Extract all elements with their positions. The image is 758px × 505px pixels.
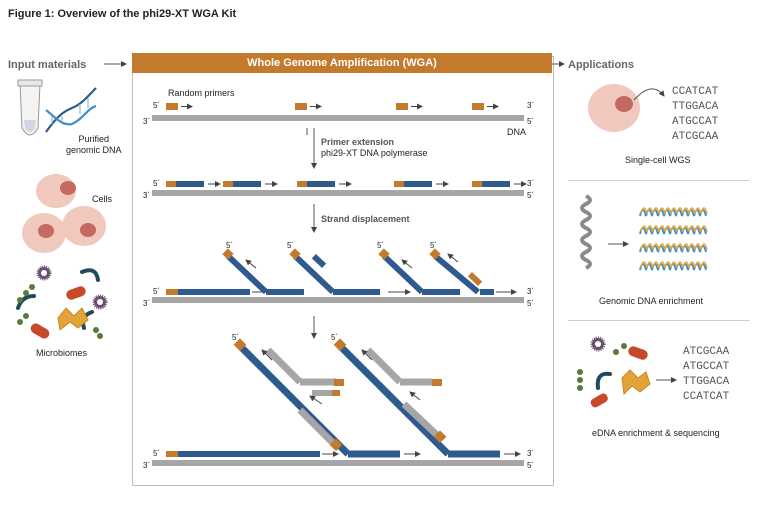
edna-sequences: ATCGCAA ATGCCAT TTGGACA CCATCAT <box>683 345 729 405</box>
strand-end-label: 3´ <box>527 287 534 296</box>
primer <box>396 103 408 110</box>
cells-icon <box>22 174 106 253</box>
edna-icon <box>577 336 677 408</box>
applications-header: Applications <box>568 59 635 71</box>
figure-title: Figure 1: Overview of the phi29-XT WGA K… <box>8 8 237 20</box>
wga-banner: Whole Genome Amplification (WGA) <box>132 53 552 73</box>
purified-dna-label: Purified genomic DNA <box>66 134 122 156</box>
strand-end-labels: 5´3´3´5´5´3´3´5´5´5´5´5´5´3´3´5´5´5´5´3´… <box>143 101 534 470</box>
dna-template-3 <box>152 297 524 303</box>
strand-end-label: 5´ <box>153 287 160 296</box>
purified-line-2: genomic DNA <box>66 145 122 155</box>
strand-end-label: 5´ <box>527 461 534 470</box>
strand-end-label: 5´ <box>527 117 534 126</box>
edna-label: eDNA enrichment & sequencing <box>592 428 720 438</box>
strand-end-label: 3´ <box>143 461 150 470</box>
sequence-line: ATGCCAT <box>683 361 730 373</box>
helix-strand <box>640 207 708 215</box>
sequence-line: CCATCAT <box>683 391 730 403</box>
extended-strand <box>404 181 432 187</box>
primer-row-1 <box>166 103 499 110</box>
strand-displacement-label: Strand displacement <box>321 214 410 224</box>
dna-helix-icon <box>45 87 97 133</box>
strand-end-label: 3´ <box>143 191 150 200</box>
helix-strand <box>640 243 708 251</box>
helix-strand <box>640 225 708 233</box>
strand-end-label: 5´ <box>331 333 338 342</box>
tube-icon <box>17 79 43 136</box>
amplification-row <box>166 338 521 458</box>
microbes-icon <box>16 265 108 339</box>
dna-template-1 <box>152 115 524 121</box>
strand-end-label: 5´ <box>232 333 239 342</box>
strand-end-label: 5´ <box>527 299 534 308</box>
single-cell-label: Single-cell WGS <box>625 155 691 165</box>
displacement-row <box>166 248 517 295</box>
strand-end-label: 5´ <box>226 241 233 250</box>
dna-enrichment-icon <box>580 194 708 271</box>
sequence-line: ATCGCAA <box>683 346 730 358</box>
single-cell-icon <box>588 84 665 132</box>
strand-end-label: 5´ <box>430 241 437 250</box>
microbiomes-label: Microbiomes <box>36 348 88 358</box>
primer <box>394 181 404 187</box>
extended-strand <box>176 181 204 187</box>
sequence-line: ATGCCAT <box>672 116 719 128</box>
purified-line-1: Purified <box>78 134 110 144</box>
primer-extension-label: Primer extension <box>321 137 395 147</box>
primer <box>166 181 176 187</box>
sequence-line: TTGGACA <box>683 376 730 388</box>
strand-end-label: 3´ <box>527 179 534 188</box>
dna-template-4 <box>152 460 524 466</box>
primer <box>166 103 178 110</box>
strand-end-label: 3´ <box>527 449 534 458</box>
extension-row <box>166 181 527 187</box>
strand-end-label: 3´ <box>527 101 534 110</box>
single-cell-sequences: CCATCAT TTGGACA ATGCCAT ATCGCAA <box>672 85 718 145</box>
strand-end-label: 3´ <box>143 117 150 126</box>
primer <box>472 103 484 110</box>
extended-strand <box>233 181 261 187</box>
wga-panel <box>132 56 554 486</box>
primer <box>295 103 307 110</box>
strand-end-label: 5´ <box>287 241 294 250</box>
extended-strand <box>307 181 335 187</box>
strand-end-label: 5´ <box>377 241 384 250</box>
strand-end-label: 5´ <box>153 101 160 110</box>
enrichment-label: Genomic DNA enrichment <box>599 296 704 306</box>
divider-2 <box>568 320 750 321</box>
strand-end-label: 5´ <box>527 191 534 200</box>
primer <box>297 181 307 187</box>
polymerase-label: phi29-XT DNA polymerase <box>321 148 428 158</box>
strand-end-label: 5´ <box>153 449 160 458</box>
dna-template-2 <box>152 190 524 196</box>
primer <box>472 181 482 187</box>
divider-1 <box>568 180 750 181</box>
sequence-line: CCATCAT <box>672 86 719 98</box>
random-primers-label: Random primers <box>168 88 235 98</box>
helix-strand <box>640 261 708 269</box>
strand-end-label: 5´ <box>153 179 160 188</box>
strand-end-label: 3´ <box>143 299 150 308</box>
extended-strand <box>482 181 510 187</box>
primer <box>223 181 233 187</box>
input-materials-header: Input materials <box>8 59 87 71</box>
sequence-line: ATCGCAA <box>672 131 719 143</box>
sequence-line: TTGGACA <box>672 101 719 113</box>
dna-label: DNA <box>507 127 527 137</box>
cells-label: Cells <box>92 194 113 204</box>
